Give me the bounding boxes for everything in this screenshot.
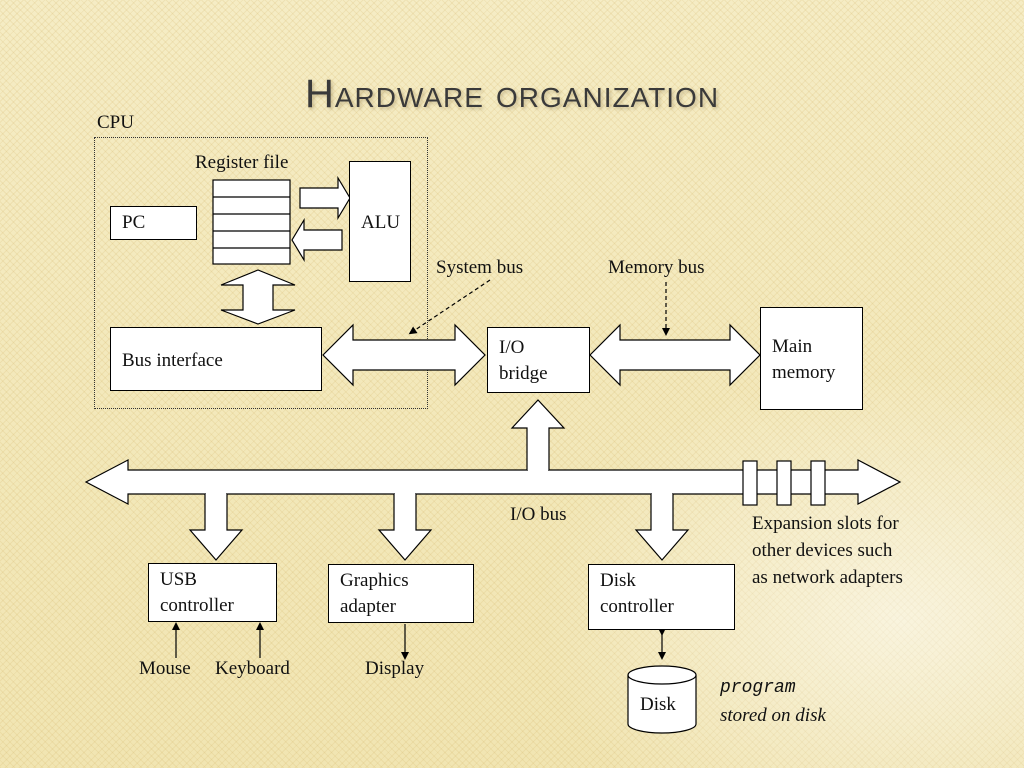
io-bus-to-bridge-arrow [510, 399, 566, 470]
graphics-label-1: Graphics [340, 570, 409, 591]
cpu-boundary [94, 137, 428, 409]
expansion-label-1: Expansion slots for [752, 513, 899, 534]
disk-controller-label-1: Disk [600, 570, 636, 591]
alu: ALU [349, 161, 411, 282]
bus-interface: Bus interface [110, 327, 322, 391]
io-bus-label: I/O bus [510, 504, 567, 525]
main-memory-label-1: Main [772, 336, 813, 357]
memory-bus-arrow [589, 323, 761, 387]
alu-to-regfile-arrow [291, 217, 343, 263]
bus-interface-label: Bus interface [122, 350, 223, 371]
io-bridge-label-2: bridge [499, 363, 548, 384]
graphics-adapter: Graphics adapter [328, 564, 474, 623]
pc-register: PC [110, 206, 197, 240]
main-memory: Main memory [760, 307, 863, 410]
io-bridge: I/O bridge [487, 327, 590, 393]
mouse-label: Mouse [139, 658, 191, 679]
stored-on-disk-label: stored on disk [720, 705, 826, 726]
regfile-to-alu-arrow [299, 175, 351, 221]
alu-label: ALU [361, 212, 401, 233]
system-bus-label: System bus [436, 257, 524, 278]
display-label: Display [365, 658, 425, 679]
keyboard-label: Keyboard [215, 658, 290, 679]
disk-label: Disk [640, 694, 676, 715]
io-bus-to-graphics-arrow [377, 494, 433, 561]
io-bus-arrow [84, 459, 902, 505]
cpu-label: CPU [97, 112, 134, 133]
regfile-bus-interface-arrow [220, 269, 296, 325]
usb-label-2: controller [160, 595, 234, 616]
expansion-slots [742, 460, 826, 506]
program-label: program [720, 678, 796, 698]
register-file [212, 179, 291, 265]
disk-controller-label-2: controller [600, 596, 674, 617]
system-bus-pointer [408, 279, 491, 335]
io-bus-to-disk-controller-arrow [634, 494, 690, 561]
usb-controller: USB controller [148, 563, 277, 622]
disk-icon [627, 665, 697, 734]
pc-label: PC [122, 212, 146, 233]
expansion-label-3: as network adapters [752, 567, 903, 588]
system-bus-arrow [322, 323, 486, 387]
disk-controller: Disk controller [588, 564, 735, 630]
usb-label-1: USB [160, 569, 197, 590]
graphics-label-2: adapter [340, 596, 396, 617]
page-title: Hardware organization [304, 72, 720, 116]
memory-bus-label: Memory bus [608, 257, 705, 278]
main-memory-label-2: memory [772, 362, 836, 383]
io-bridge-label-1: I/O [499, 337, 525, 358]
register-file-label: Register file [195, 152, 289, 173]
io-bus-to-usb-arrow [188, 494, 244, 561]
expansion-label-2: other devices such [752, 540, 893, 561]
